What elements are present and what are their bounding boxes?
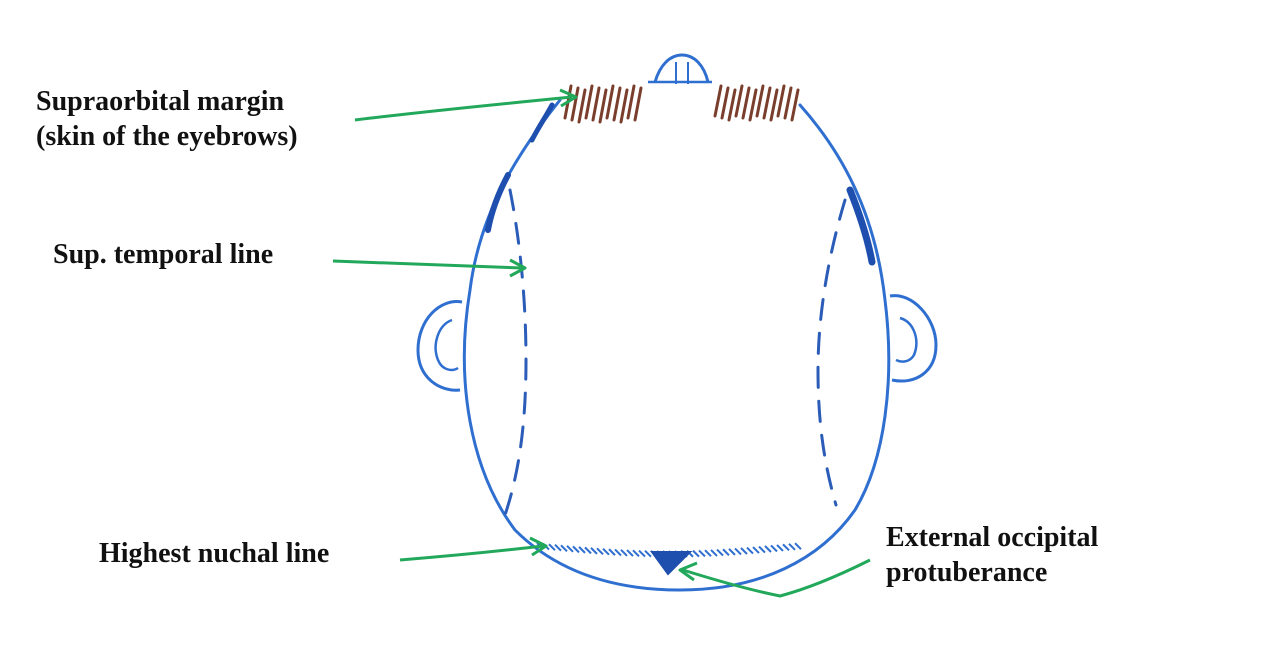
label-sup-temporal-line: Sup. temporal line xyxy=(53,237,273,272)
eyebrow-hair xyxy=(734,84,744,118)
arrow-supraorbital xyxy=(354,88,578,122)
eyebrow-hair xyxy=(790,88,800,122)
label-external-occipital-protuberance: External occipital protuberance xyxy=(886,520,1098,590)
eyebrow-hair xyxy=(741,86,751,120)
nuchal-hatch-stroke xyxy=(716,548,724,557)
nose-bridge xyxy=(675,62,689,84)
eyebrow-hair xyxy=(584,84,594,120)
eyebrow-hair xyxy=(570,86,580,122)
nuchal-hatch-stroke xyxy=(596,547,604,556)
arrow-external-occipital xyxy=(678,558,871,598)
left-temporal-line xyxy=(503,188,528,517)
eyebrow-hair xyxy=(626,84,636,120)
nuchal-hatch-stroke xyxy=(590,547,598,555)
eyebrow-hair xyxy=(633,86,643,122)
eyebrow-hair xyxy=(755,84,765,118)
head-outline xyxy=(462,98,891,592)
nuchal-hatch-stroke xyxy=(632,549,640,558)
left-temple-patch xyxy=(485,172,511,233)
label-supraorbital-line1: Supraorbital margin xyxy=(36,86,285,117)
nuchal-hatch-stroke xyxy=(794,542,802,550)
nuchal-hatch-stroke xyxy=(710,549,718,557)
nuchal-hatch-stroke xyxy=(770,544,778,553)
nuchal-hatch-stroke xyxy=(608,548,616,556)
label-eop-line1: External occipital xyxy=(886,522,1099,553)
left-ear-inner xyxy=(434,318,459,372)
label-eop-line2: protuberance xyxy=(886,557,1048,588)
nuchal-hatch-stroke xyxy=(578,546,586,554)
nuchal-hatch-stroke xyxy=(752,546,760,554)
nuchal-hatch-stroke xyxy=(722,548,730,556)
eyebrow-hair xyxy=(720,86,730,120)
nuchal-hatch-stroke xyxy=(560,544,568,552)
arrow-highest-nuchal xyxy=(399,536,548,562)
nuchal-hatch-stroke xyxy=(704,549,712,557)
eyebrow-hair xyxy=(577,88,587,124)
nuchal-hatch-stroke xyxy=(740,547,748,555)
nuchal-hatch-stroke xyxy=(644,550,652,558)
nuchal-hatch-stroke xyxy=(734,547,742,556)
eyebrow-hair xyxy=(612,86,622,122)
nuchal-hatch-stroke xyxy=(782,543,790,552)
nuchal-hatch-stroke xyxy=(584,546,592,555)
external-occipital-protuberance xyxy=(650,551,693,576)
right-ear xyxy=(889,294,938,383)
label-sup-temporal-text: Sup. temporal line xyxy=(53,239,274,270)
label-highest-nuchal-text: Highest nuchal line xyxy=(99,538,330,569)
eyebrow-hair xyxy=(619,88,629,124)
eyebrow-hair xyxy=(598,88,608,124)
arrow-sup-temporal xyxy=(332,258,527,278)
nuchal-hatch-stroke xyxy=(566,545,574,553)
label-supraorbital-margin: Supraorbital margin (skin of the eyebrow… xyxy=(36,84,298,154)
eyebrow-hair xyxy=(776,84,786,118)
left-eyebrow xyxy=(563,84,643,124)
nuchal-hatch-stroke xyxy=(638,549,646,558)
label-highest-nuchal-line: Highest nuchal line xyxy=(99,536,329,571)
nuchal-hatch-stroke xyxy=(758,545,766,554)
eyebrow-hair xyxy=(591,86,601,122)
eyebrow-hair xyxy=(783,86,793,120)
eyebrow-hair xyxy=(762,86,772,120)
nuchal-hatch-stroke xyxy=(764,545,772,553)
label-supraorbital-line2: (skin of the eyebrows) xyxy=(36,121,298,152)
nuchal-hatch-stroke xyxy=(728,548,736,556)
nuchal-hatch-stroke xyxy=(554,544,562,552)
nuchal-hatch-stroke xyxy=(626,549,634,557)
right-temporal-line xyxy=(816,198,847,507)
left-ear xyxy=(416,300,463,392)
eyebrow-hair xyxy=(605,84,615,120)
eyebrow-hair xyxy=(769,88,779,122)
nuchal-hatch-stroke xyxy=(788,543,796,551)
nuchal-hatch-stroke xyxy=(548,543,556,551)
eyebrow-hair xyxy=(713,84,723,118)
nuchal-hatch-stroke xyxy=(698,549,706,558)
nuchal-hatch-stroke xyxy=(620,549,628,557)
right-temple-patch xyxy=(846,186,876,266)
eyebrow-hair xyxy=(748,88,758,122)
right-eyebrow xyxy=(713,84,800,122)
eyebrow-hair xyxy=(727,88,737,122)
nuchal-hatch-stroke xyxy=(746,546,754,555)
nuchal-hatch-stroke xyxy=(602,548,610,556)
nuchal-hatch-stroke xyxy=(572,545,580,554)
nose xyxy=(653,53,710,83)
left-upper-patch xyxy=(529,102,555,143)
nuchal-hatch-stroke xyxy=(776,544,784,552)
right-ear-inner xyxy=(895,316,918,363)
nuchal-hatch-stroke xyxy=(614,548,622,557)
nuchal-hatch-stroke xyxy=(692,549,700,558)
